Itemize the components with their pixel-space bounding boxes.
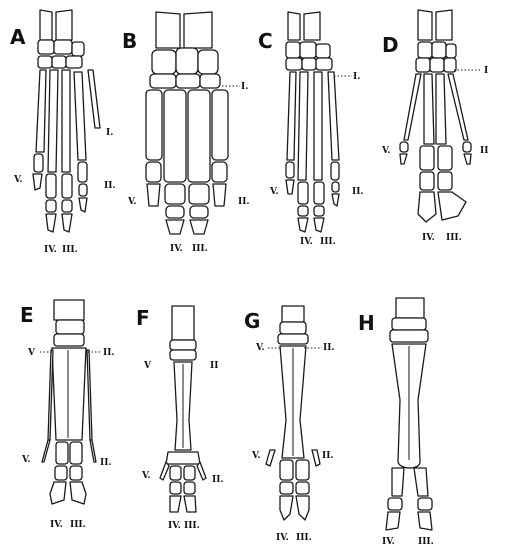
panel-f-letter: F — [136, 306, 150, 330]
panel-g-label-upper-ii: II. — [323, 343, 335, 353]
panel-d: D I V. II IV. — [381, 9, 488, 243]
panel-c-skeleton — [285, 11, 340, 233]
panel-c-label-digit-i: I. — [353, 72, 360, 82]
panel-b-label-digit-i: I. — [241, 82, 248, 92]
panel-h-skeleton — [385, 297, 433, 531]
panel-d-skeleton — [399, 9, 472, 223]
panel-c-label-digit-ii: II. — [352, 187, 364, 197]
panel-f-label-upper-ii: II — [210, 361, 218, 371]
panel-f-label-digit-iii: III. — [184, 521, 200, 531]
panel-a-letter: A — [10, 25, 26, 49]
panel-f-label-lower-v: V. — [141, 471, 151, 481]
panel-e-label-upper-ii: II. — [103, 348, 115, 358]
panel-h: H IV. III. — [358, 297, 434, 547]
panel-c: C I. V. II. — [258, 11, 364, 247]
panel-a: A I. V. II — [10, 9, 116, 255]
panel-e-label-digit-iii: III. — [70, 520, 86, 530]
panel-e-label-lower-ii: II. — [100, 458, 112, 468]
panel-g-label-lower-ii: II. — [322, 451, 334, 461]
panel-g-label-digit-iv: IV. — [276, 533, 289, 543]
panel-e-label-upper-v: V — [27, 348, 36, 358]
panel-h-label-digit-iv: IV. — [382, 537, 395, 547]
panel-b-skeleton — [145, 11, 229, 235]
panel-g-label-lower-v: V. — [251, 451, 261, 461]
panel-a-skeleton — [32, 9, 101, 233]
panel-g: G V. II. V. II. IV. III. — [244, 305, 335, 543]
panel-b-label-digit-ii: II. — [238, 197, 250, 207]
panel-d-label-digit-ii: II — [480, 146, 488, 156]
panel-b-label-digit-iii: III. — [192, 244, 208, 254]
panel-a-label-digit-iii: III. — [62, 245, 78, 255]
panel-e-skeleton — [41, 299, 97, 505]
panel-a-label-digit-i: I. — [106, 128, 113, 138]
panel-a-label-digit-iv: IV. — [44, 245, 57, 255]
panel-f-label-upper-v: V — [143, 361, 152, 371]
panel-d-label-digit-iii: III. — [446, 233, 462, 243]
panel-d-label-digit-v: V. — [381, 146, 391, 156]
panel-g-label-upper-v: V. — [255, 343, 265, 353]
panel-d-label-digit-i: I — [484, 66, 488, 76]
panel-b-letter: B — [122, 29, 137, 53]
panel-c-label-digit-iii: III. — [320, 237, 336, 247]
panel-h-letter: H — [358, 311, 375, 335]
panel-g-label-digit-iii: III. — [296, 533, 312, 543]
panel-f: F V II V. II. IV. III. — [136, 305, 224, 531]
panel-f-label-lower-ii: II. — [212, 475, 224, 485]
panel-g-letter: G — [244, 309, 260, 333]
panel-a-label-digit-ii: II. — [104, 181, 116, 191]
panel-g-skeleton — [265, 305, 321, 521]
panel-e-label-lower-v: V. — [21, 455, 31, 465]
panel-b: B I. V. II. IV. — [122, 11, 250, 254]
panel-a-label-digit-v: V. — [13, 175, 23, 185]
panel-d-letter: D — [382, 33, 399, 57]
panel-f-skeleton — [159, 305, 207, 513]
panel-c-letter: C — [258, 29, 273, 53]
panel-c-label-digit-v: V. — [269, 187, 279, 197]
panel-d-label-digit-iv: IV. — [422, 233, 435, 243]
panel-b-label-digit-v: V. — [127, 197, 137, 207]
panel-f-label-digit-iv: IV. — [168, 521, 181, 531]
panel-e: E V II. V. II. IV. III. — [20, 299, 115, 530]
panel-h-label-digit-iii: III. — [418, 537, 434, 547]
panel-e-letter: E — [20, 303, 34, 327]
panel-e-label-digit-iv: IV. — [50, 520, 63, 530]
panel-b-label-digit-iv: IV. — [170, 244, 183, 254]
panel-c-label-digit-iv: IV. — [300, 237, 313, 247]
